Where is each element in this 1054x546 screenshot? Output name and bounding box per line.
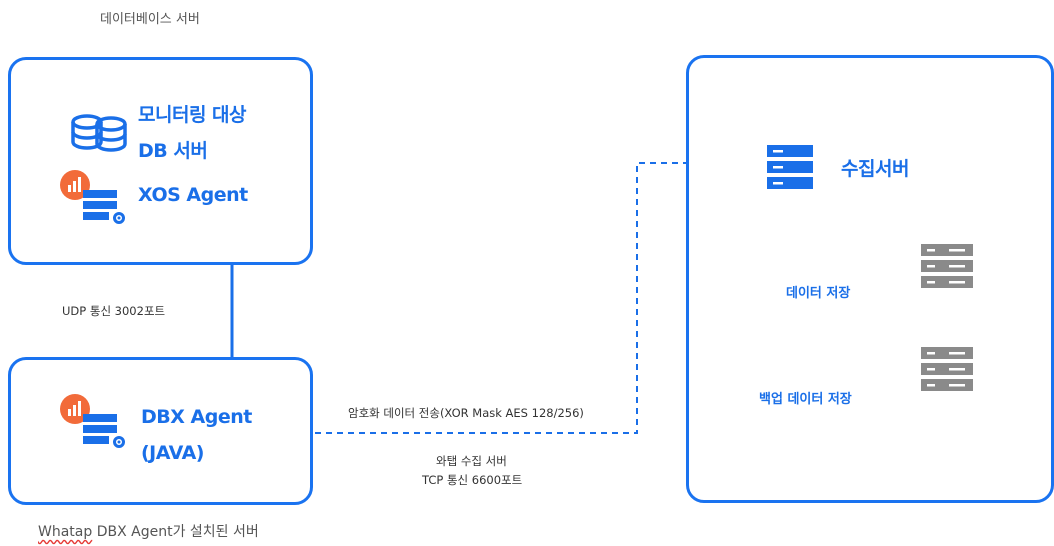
encrypt-label: 암호화 데이터 전송(XOR Mask AES 128/256) bbox=[348, 406, 584, 420]
agent-badge-icon bbox=[60, 394, 90, 424]
server-rack-icon bbox=[767, 145, 813, 189]
collect-server-title: 수집서버 bbox=[841, 158, 909, 180]
server-rack-icon bbox=[921, 347, 973, 391]
dbx-agent-box: DBX Agent (JAVA) bbox=[8, 357, 313, 505]
bottom-caption-prefix: Whatap bbox=[38, 524, 93, 540]
agent-badge-icon bbox=[60, 170, 90, 200]
udp-label: UDP 통신 3002포트 bbox=[62, 304, 166, 318]
dbx-agent-title: DBX Agent bbox=[141, 406, 252, 428]
database-icon bbox=[71, 114, 127, 152]
store-label: 데이터 저장 bbox=[786, 286, 851, 301]
bottom-caption: Whatap DBX Agent가 설치된 서버 bbox=[38, 521, 259, 541]
collect-server-box: 수집서버 데이터 저장 백업 데이터 저장 bbox=[686, 55, 1054, 503]
server-gear-icon bbox=[83, 190, 125, 224]
tcp-label-line1: 와탭 수집 서버 bbox=[436, 454, 507, 468]
encrypted-link bbox=[260, 162, 738, 434]
server-rack-icon bbox=[921, 244, 973, 288]
bottom-caption-rest: DBX Agent가 설치된 서버 bbox=[92, 524, 259, 540]
db-server-box: 모니터링 대상 DB 서버 XOS Agent bbox=[8, 57, 313, 265]
top-caption: 데이터베이스 서버 bbox=[100, 12, 200, 27]
xos-agent-label: XOS Agent bbox=[138, 184, 248, 206]
backup-label: 백업 데이터 저장 bbox=[759, 392, 852, 407]
server-gear-icon bbox=[83, 414, 125, 448]
tcp-label-line2: TCP 통신 6600포트 bbox=[422, 473, 523, 487]
db-server-title: DB 서버 bbox=[138, 140, 208, 162]
dbx-java-label: (JAVA) bbox=[141, 442, 204, 464]
db-monitor-title: 모니터링 대상 bbox=[138, 104, 247, 126]
